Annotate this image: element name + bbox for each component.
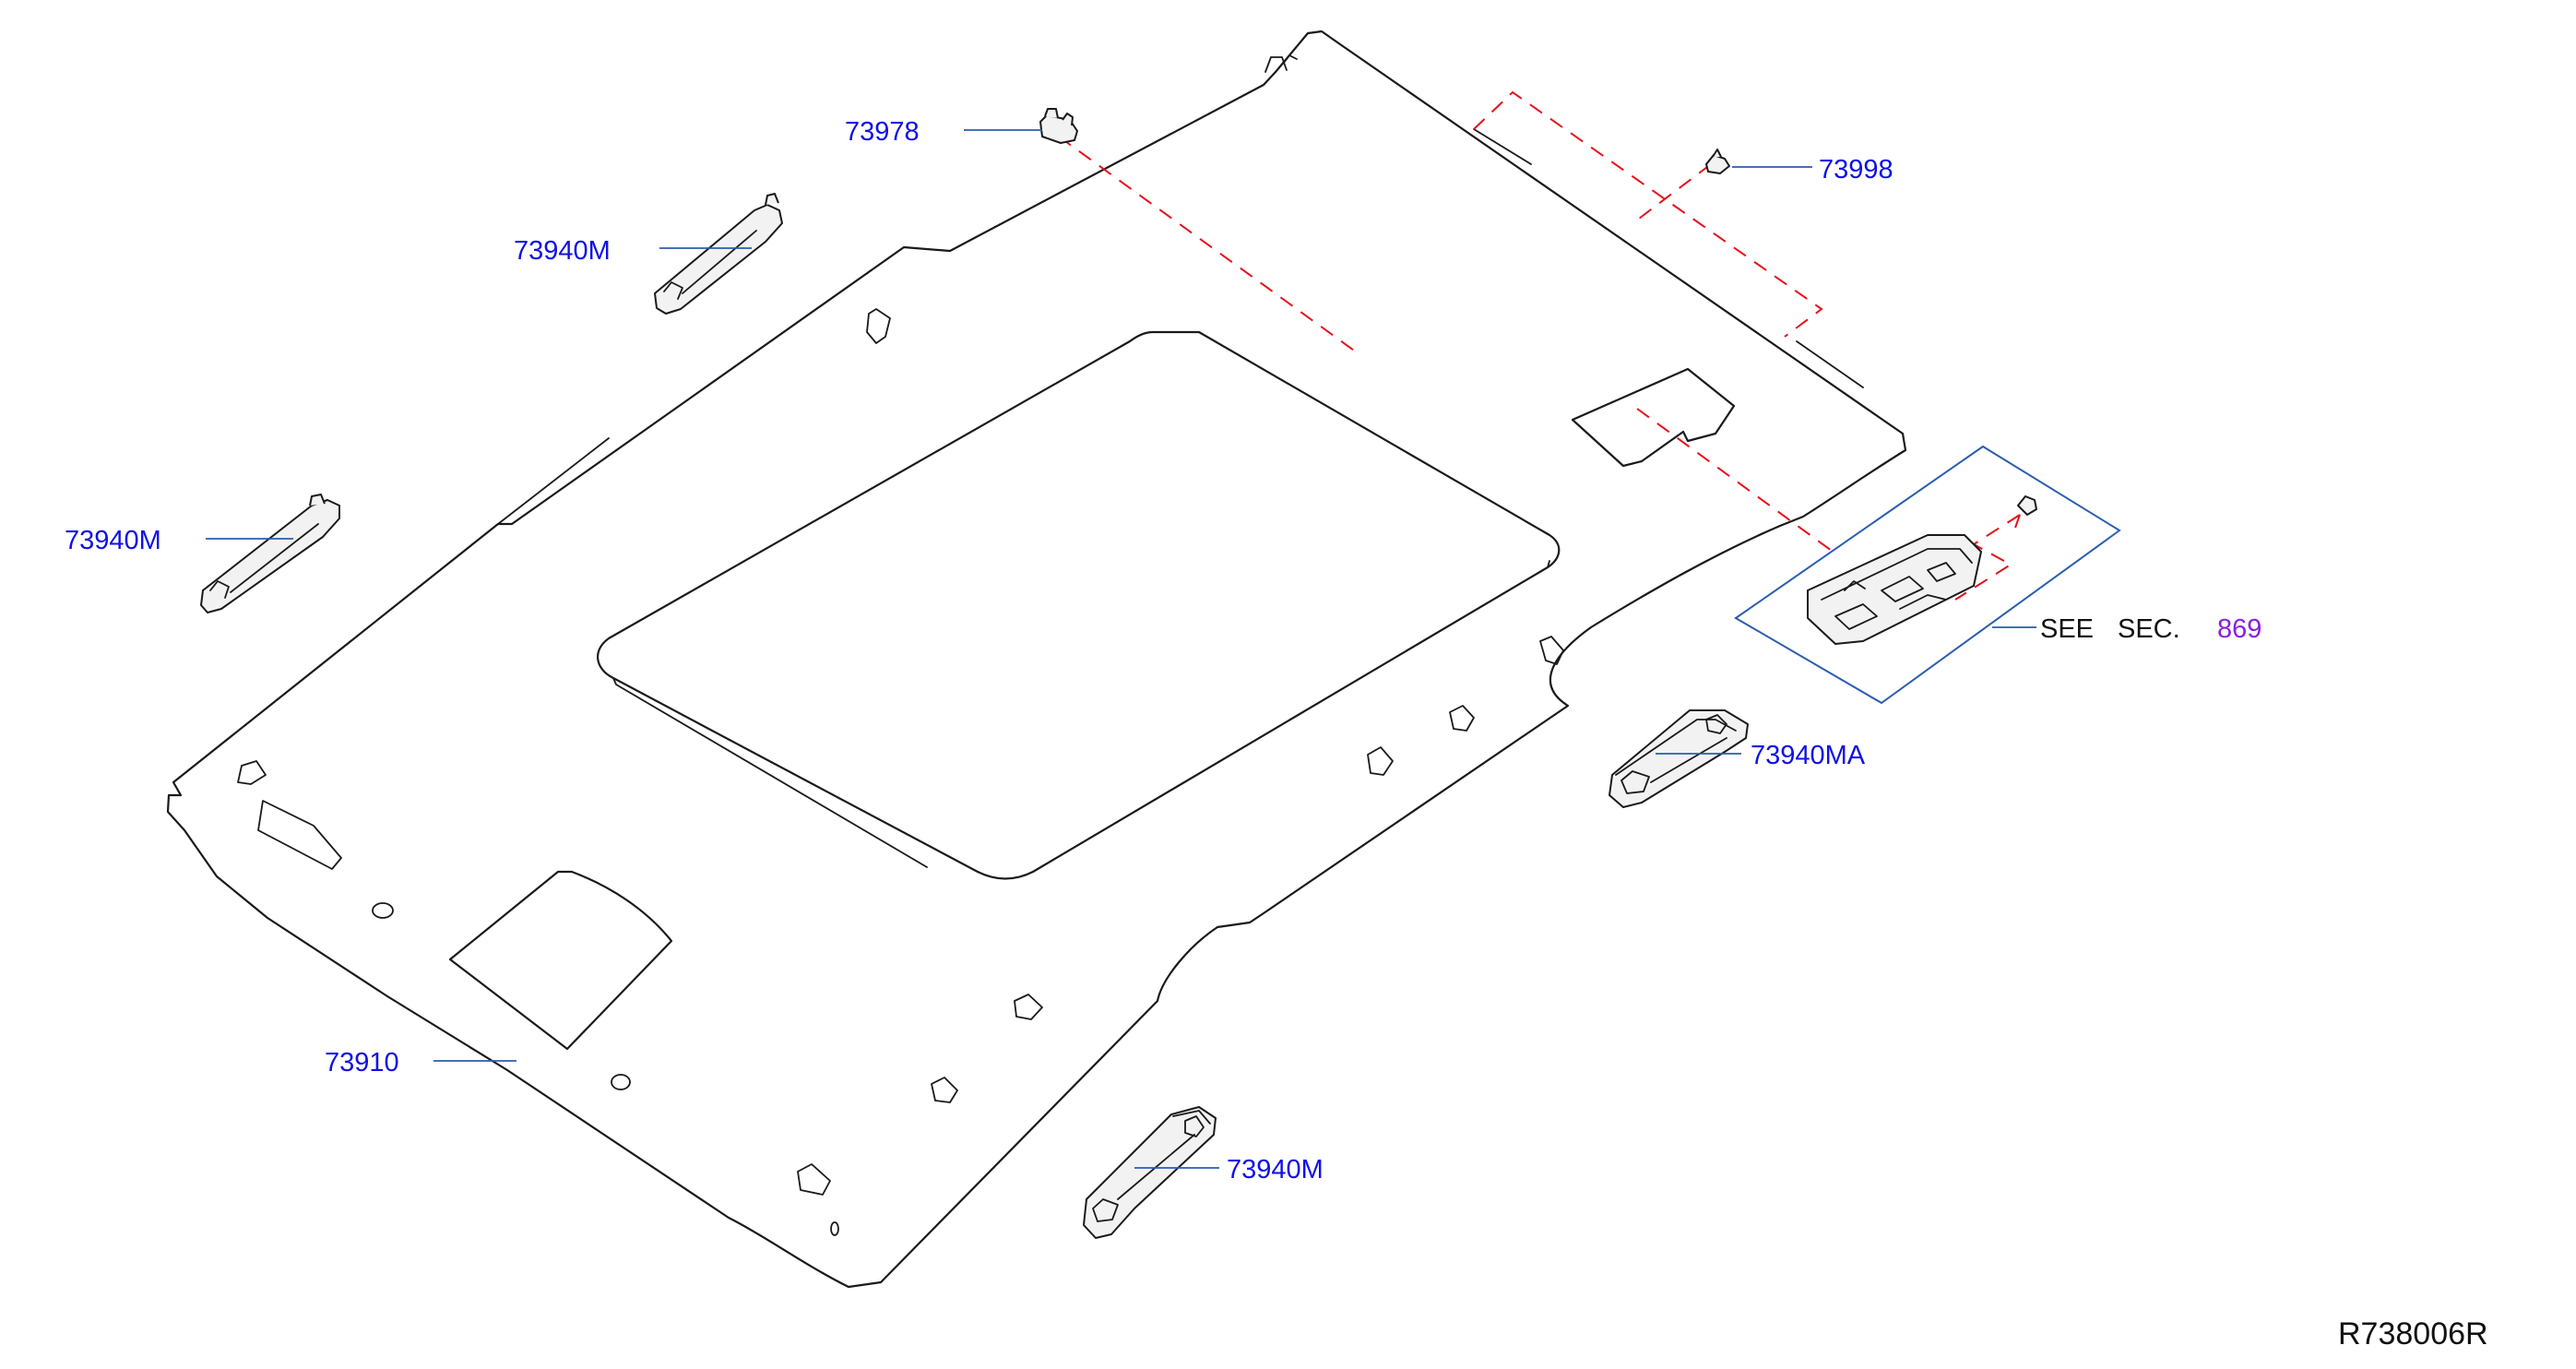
part-73940m-handle-top xyxy=(654,193,783,315)
diagram-reference-code: R738006R xyxy=(2338,1316,2488,1351)
see-section-box xyxy=(1734,445,2121,705)
part-73998-clip xyxy=(1705,149,1730,174)
label-73998: 73998 xyxy=(1819,155,1893,185)
part-73940ma-handle xyxy=(1609,709,1749,808)
front-cutouts xyxy=(257,800,839,1236)
callout-labels: 73978 73998 73940M 73940M 73940MA 73910 … xyxy=(65,117,2488,1351)
label-73940m-bottom: 73940M xyxy=(1227,1155,1324,1184)
part-73940m-handle-bottom xyxy=(1083,1106,1217,1239)
label-73940ma: 73940MA xyxy=(1751,741,1866,770)
clip-holes xyxy=(237,308,1564,1196)
label-73978: 73978 xyxy=(845,117,920,147)
label-73910: 73910 xyxy=(325,1048,399,1077)
label-73940m-left: 73940M xyxy=(65,526,161,555)
label-sec: SEC. xyxy=(2118,614,2180,644)
rear-pad xyxy=(1571,367,1736,468)
sunroof-opening xyxy=(597,330,1561,880)
label-section-number[interactable]: 869 xyxy=(2217,614,2261,644)
part-73978-clip xyxy=(1039,108,1078,144)
part-73940m-handle-left xyxy=(200,494,340,613)
map-lamp-assembly xyxy=(1807,495,2037,645)
label-73940m-top: 73940M xyxy=(514,236,611,266)
leader-lines xyxy=(206,129,2036,1169)
label-see: SEE xyxy=(2040,614,2094,644)
dashed-guides xyxy=(1058,90,2021,601)
